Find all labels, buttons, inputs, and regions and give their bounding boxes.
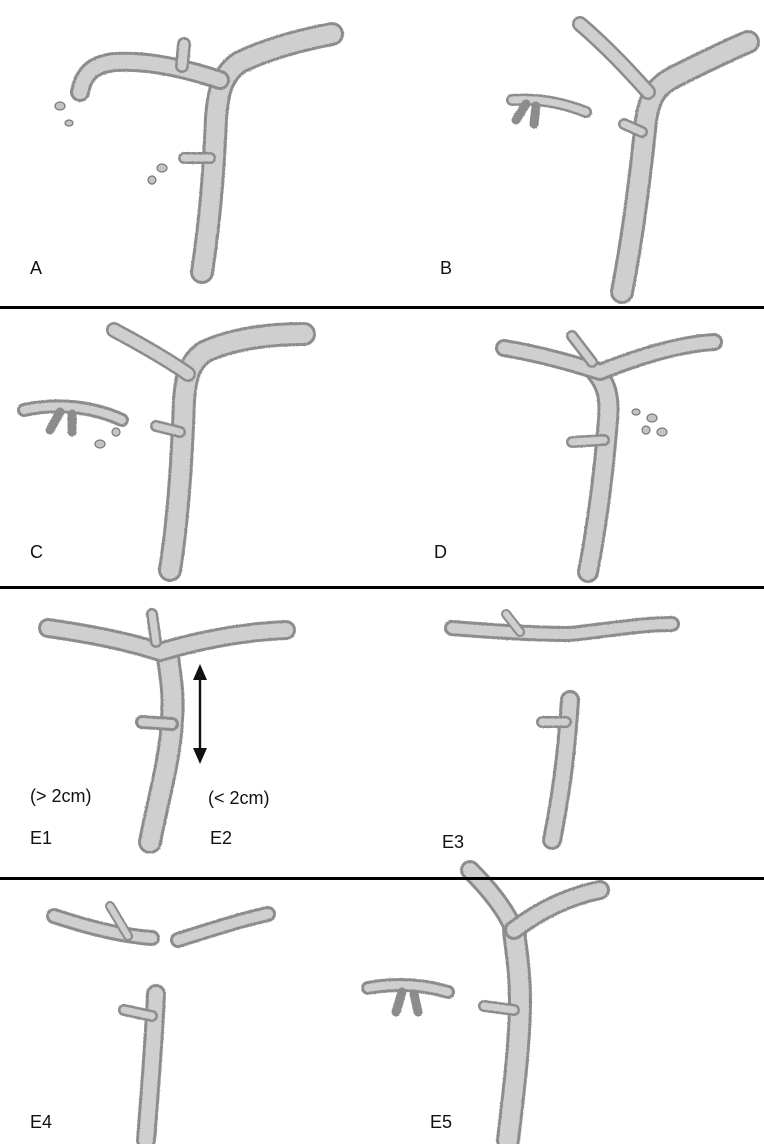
panel-a-top-stub xyxy=(182,44,184,66)
panel-e4-ducts xyxy=(54,906,268,1140)
panel-d-label: D xyxy=(434,542,447,563)
panel-a-main-duct xyxy=(202,34,332,272)
panel-a-label: A xyxy=(30,258,42,279)
panel-a-stones xyxy=(55,102,167,184)
panel-d-cystic-stub xyxy=(572,440,604,442)
panel-d-main-duct xyxy=(588,372,609,572)
divider-3 xyxy=(0,877,764,880)
panel-c-upper-branch xyxy=(114,330,188,374)
panel-a-ducts xyxy=(80,34,332,272)
panel-b-cystic-stub xyxy=(624,124,642,132)
panel-e3-label: E3 xyxy=(442,832,464,853)
panel-e5-label: E5 xyxy=(430,1112,452,1133)
panel-e2-label: E2 xyxy=(210,828,232,849)
panel-b-ducts xyxy=(512,24,748,292)
panel-e5-cystic-stub xyxy=(484,1006,514,1010)
panel-c-detached-branch xyxy=(24,406,122,432)
panel-e3-hilar-branches xyxy=(452,614,672,634)
divider-1 xyxy=(0,306,764,309)
panel-b-detached-branch xyxy=(512,100,586,124)
panel-e5-ducts xyxy=(368,870,600,1140)
panel-e2-note: (< 2cm) xyxy=(208,788,270,809)
panel-e1-hilar-branches xyxy=(48,614,286,652)
panel-e4-left-branch xyxy=(54,906,152,938)
panel-e1-main-duct xyxy=(150,656,173,842)
panel-e1-label: E1 xyxy=(30,828,52,849)
panel-e4-label: E4 xyxy=(30,1112,52,1133)
panel-e3-ducts xyxy=(452,614,672,840)
panel-b-label: B xyxy=(440,258,452,279)
panel-e5-main-duct xyxy=(508,930,520,1140)
panel-c-stones xyxy=(95,428,120,448)
panel-e1-length-arrow xyxy=(193,664,207,764)
panel-e4-right-branch xyxy=(178,914,268,940)
panel-d-stones xyxy=(632,409,667,436)
panel-b-upper-branch xyxy=(580,24,648,92)
panel-c-ducts xyxy=(24,330,304,570)
panel-d-hilar-branches xyxy=(504,336,714,372)
panel-c-label: C xyxy=(30,542,43,563)
divider-2 xyxy=(0,586,764,589)
panel-e1-note: (> 2cm) xyxy=(30,786,92,807)
panel-e5-detached-branch xyxy=(368,985,448,1012)
panel-a-left-branch xyxy=(80,62,220,92)
panel-c-cystic-stub xyxy=(156,426,180,432)
panel-e4-cystic-stub xyxy=(124,1010,152,1016)
panel-d-ducts xyxy=(504,336,714,572)
panel-e1-cystic-stub xyxy=(142,722,172,724)
